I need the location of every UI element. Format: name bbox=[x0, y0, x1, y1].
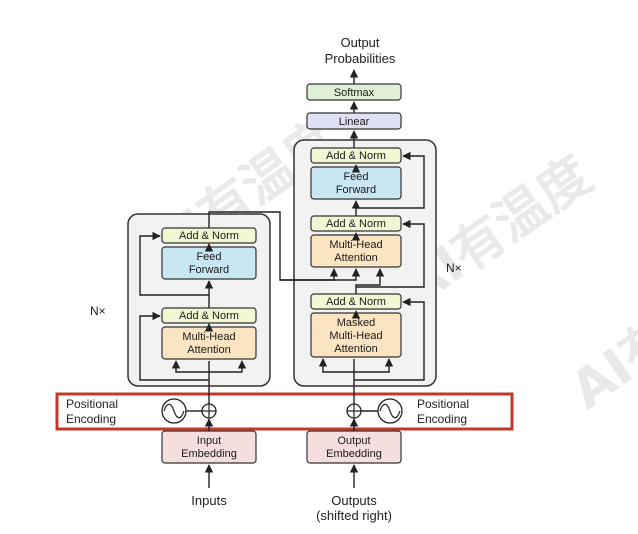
encoder-feed-forward-line1: Feed bbox=[196, 251, 221, 263]
decoder-add-norm-1-label: Add & Norm bbox=[326, 296, 386, 308]
outputs-label-line1: Outputs bbox=[331, 493, 377, 508]
add-icon-right bbox=[346, 403, 362, 419]
decoder-add-norm-2-label: Add & Norm bbox=[326, 218, 386, 230]
outputs-label-line2: (shifted right) bbox=[316, 508, 392, 523]
encoder-self-attention-line1: Multi-Head bbox=[182, 331, 235, 343]
decoder-add-norm-3 bbox=[310, 147, 402, 164]
encoder-add-norm-1-label: Add & Norm bbox=[179, 310, 239, 322]
output-probabilities-line1: Output bbox=[340, 35, 379, 50]
linear-label: Linear bbox=[339, 116, 370, 128]
input-embedding-line1: Input bbox=[197, 435, 221, 447]
sine-wave-icon-right bbox=[377, 398, 403, 424]
decoder-repeat-label: N× bbox=[446, 261, 462, 275]
decoder-feed-forward-line1: Feed bbox=[343, 171, 368, 183]
encoder-repeat-label: N× bbox=[90, 304, 106, 318]
connections bbox=[139, 69, 425, 488]
encoder-add-norm-2-label: Add & Norm bbox=[179, 230, 239, 242]
decoder-masked-attention-line2: Multi-Head bbox=[329, 330, 382, 342]
decoder-masked-attention-line3: Attention bbox=[334, 343, 377, 355]
positional-encoding-left-line1: Positional bbox=[66, 397, 118, 411]
softmax-label: Softmax bbox=[334, 87, 375, 99]
positional-encoding-right-line1: Positional bbox=[417, 397, 469, 411]
decoder-cross-attention-line2: Attention bbox=[334, 252, 377, 264]
positional-encoding-left-line2: Encoding bbox=[66, 412, 116, 426]
watermark-text-right: AI有 bbox=[560, 308, 638, 421]
add-icon-left bbox=[201, 403, 217, 419]
encoder-feed-forward-line2: Forward bbox=[189, 264, 229, 276]
decoder-add-norm-3-label: Add & Norm bbox=[326, 150, 386, 162]
decoder-feed-forward-line2: Forward bbox=[336, 184, 376, 196]
decoder-cross-attention-line1: Multi-Head bbox=[329, 239, 382, 251]
encoder-self-attention-line2: Attention bbox=[187, 344, 230, 356]
output-embedding-line1: Output bbox=[337, 435, 370, 447]
output-probabilities-line2: Probabilities bbox=[325, 51, 396, 66]
input-embedding-line2: Embedding bbox=[181, 448, 237, 460]
positional-encoding-highlight bbox=[55, 392, 514, 431]
decoder-masked-attention-line1: Masked bbox=[337, 317, 376, 329]
inputs-label: Inputs bbox=[191, 493, 227, 508]
output-embedding-line2: Embedding bbox=[326, 448, 382, 460]
positional-encoding-right-line2: Encoding bbox=[417, 412, 467, 426]
sine-wave-icon-left bbox=[161, 398, 187, 424]
